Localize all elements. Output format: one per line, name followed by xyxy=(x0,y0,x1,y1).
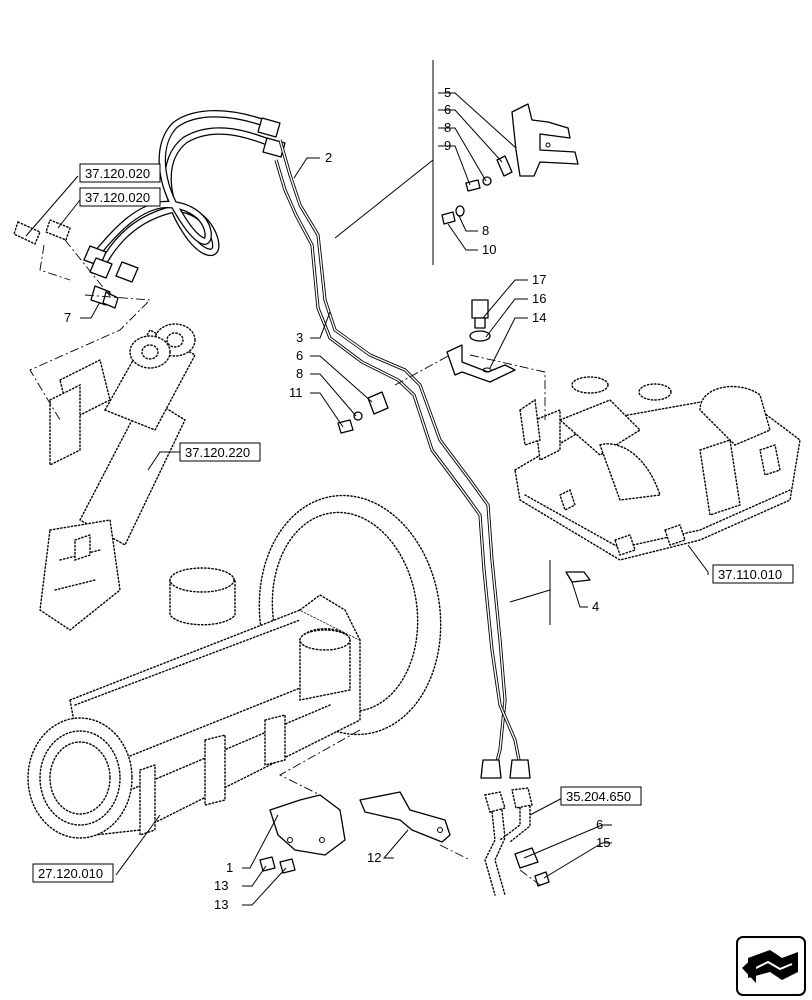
ref-label[interactable]: 37.110.010 xyxy=(718,567,782,582)
ref-box-35-204-650[interactable]: 35.204.650 xyxy=(560,786,642,806)
bracket-5 xyxy=(511,103,579,177)
callout-11: 11 xyxy=(289,385,303,400)
callout-6c: 6 xyxy=(596,817,603,832)
callout-2: 2 xyxy=(325,150,332,165)
ref-box-37-120-020-b[interactable]: 37.120.020 xyxy=(79,187,161,207)
bolts-13 xyxy=(259,856,296,874)
callout-12: 12 xyxy=(367,850,381,865)
bolt-17 xyxy=(446,299,516,383)
axle-support xyxy=(514,376,801,561)
callout-4: 4 xyxy=(592,599,599,614)
ref-label[interactable]: 37.120.020 xyxy=(85,190,150,205)
bracket-12 xyxy=(359,791,451,843)
callout-13: 13 xyxy=(214,878,228,893)
leader-lines xyxy=(25,92,709,906)
callout-10: 10 xyxy=(482,242,496,257)
ref-label[interactable]: 37.120.020 xyxy=(85,166,150,181)
clamp-6-mid xyxy=(337,391,389,434)
ref-label[interactable]: 27.120.010 xyxy=(38,866,103,881)
callout-1: 1 xyxy=(226,860,233,875)
callout-16: 16 xyxy=(532,291,546,306)
center-lines xyxy=(29,239,546,886)
callouts: 5 6 8 9 2 8 10 17 16 14 3 6 8 11 7 4 6 1… xyxy=(64,85,610,912)
ref-box-37-120-220[interactable]: 37.120.220 xyxy=(179,442,261,462)
rigid-pipes xyxy=(274,139,531,779)
ref-box-37-110-010[interactable]: 37.110.010 xyxy=(712,564,794,584)
callout-15: 15 xyxy=(596,835,610,850)
callout-9: 9 xyxy=(444,138,451,153)
ref-box-37-120-020-a[interactable]: 37.120.020 xyxy=(79,163,161,183)
reference-boxes[interactable]: 37.120.020 37.120.020 37.120.220 37.110.… xyxy=(32,163,794,883)
callout-6b: 6 xyxy=(296,348,303,363)
arrow-navigation-icon[interactable] xyxy=(736,936,806,996)
steering-cylinder xyxy=(39,323,196,631)
callout-8b: 8 xyxy=(482,223,489,238)
lower-pipes xyxy=(484,787,533,896)
bolt-10 xyxy=(441,205,465,225)
callout-7: 7 xyxy=(64,310,71,325)
callout-14: 14 xyxy=(532,310,546,325)
view-separators xyxy=(334,60,551,625)
bracket-1 xyxy=(269,794,346,856)
callout-8c: 8 xyxy=(296,366,303,381)
clamp-6-lower xyxy=(514,847,550,887)
callout-17: 17 xyxy=(532,272,546,287)
callout-6: 6 xyxy=(444,102,451,117)
ref-label[interactable]: 37.120.220 xyxy=(185,445,250,460)
ref-label[interactable]: 35.204.650 xyxy=(566,789,631,804)
callout-13b: 13 xyxy=(214,897,228,912)
axle-housing xyxy=(27,494,442,839)
fitting-4 xyxy=(565,571,591,583)
callout-3: 3 xyxy=(296,330,303,345)
callout-8: 8 xyxy=(444,120,451,135)
ref-box-27-120-010[interactable]: 27.120.010 xyxy=(32,863,114,883)
callout-5: 5 xyxy=(444,85,451,100)
